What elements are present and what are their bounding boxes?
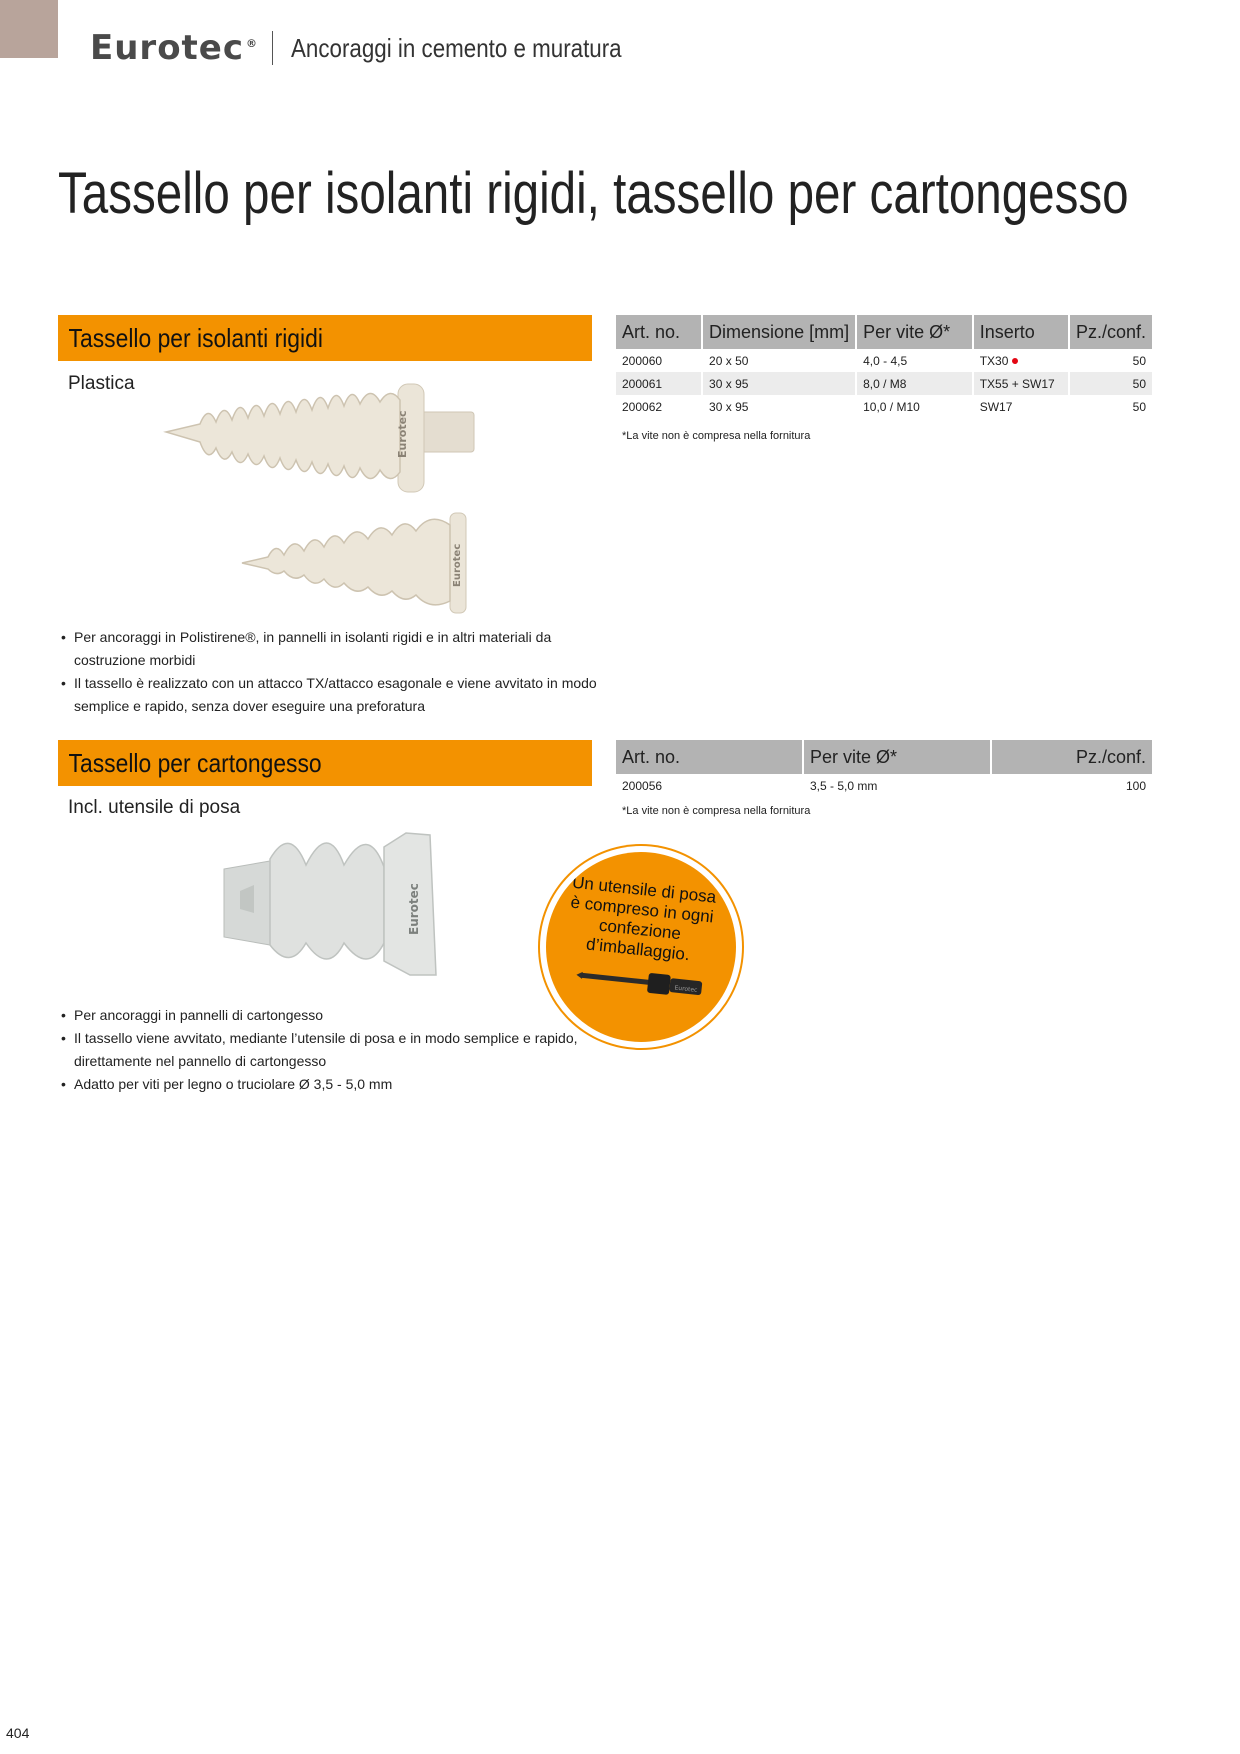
cell-screw-diameter: 4,0 - 4,5 (855, 349, 972, 372)
spec-table-cartongesso: Art. no. Per vite Ø* Pz./conf. 200056 3,… (616, 740, 1152, 797)
header-divider (272, 31, 274, 65)
cell-pack-qty: 50 (1067, 395, 1152, 418)
cell-dimension: 20 x 50 (701, 349, 855, 372)
cell-art-no: 200062 (622, 399, 663, 414)
spec-table-isolanti: Art. no. Dimensione [mm] Per vite Ø* Ins… (616, 315, 1152, 418)
table-header-row: Art. no. Per vite Ø* Pz./conf. (616, 740, 1152, 774)
column-header: Per vite Ø* (855, 315, 972, 349)
cell-screw-diameter: 3,5 - 5,0 mm (802, 774, 990, 797)
cell-art-no: 200056 (622, 778, 663, 793)
cell-art-no: 200060 (622, 353, 663, 368)
section-name: Ancoraggi in cemento e muratura (291, 32, 622, 63)
table-row: 200061 30 x 95 8,0 / M8 TX55 + SW17 50 (616, 372, 1152, 395)
table-footnote: *La vite non è compresa nella fornitura (622, 430, 811, 442)
svg-text:Eurotec: Eurotec (407, 883, 421, 935)
table-row: 200056 3,5 - 5,0 mm 100 (616, 774, 1152, 797)
column-header: Art. no. (616, 740, 802, 774)
cell-pack-qty: 100 (990, 774, 1152, 797)
rigid-insulation-anchor-small-image: Eurotec (241, 512, 467, 614)
cell-art-no: 200061 (616, 372, 702, 395)
material-label: Plastica (68, 373, 135, 394)
corner-color-tab (0, 0, 58, 58)
cell-insert: TX55 + SW17 (971, 372, 1068, 395)
cell-dimension: 30 x 95 (701, 395, 855, 418)
svg-text:Eurotec: Eurotec (452, 544, 463, 587)
cell-insert: SW17 (971, 395, 1068, 418)
page-number: 404 (6, 1725, 30, 1741)
cell-insert: TX30 (971, 349, 1068, 372)
section-title-isolanti: Tassello per isolanti rigidi (58, 315, 592, 361)
section-title-cartongesso: Tassello per cartongesso (58, 740, 592, 786)
table-row: 200062 30 x 95 10,0 / M10 SW17 50 (616, 395, 1152, 418)
badge-text: Un utensile di posa è compreso in ogni c… (569, 872, 718, 965)
included-tool-label: Incl. utensile di posa (68, 797, 241, 818)
column-header: Pz./conf. (1067, 315, 1152, 349)
svg-text:Eurotec: Eurotec (396, 410, 409, 458)
list-item: Adatto per viti per legno o truciolare Ø… (60, 1073, 620, 1096)
brand-logo: Eurotec® (90, 28, 259, 68)
cell-pack-qty: 50 (1067, 349, 1152, 372)
cell-pack-qty: 50 (1067, 372, 1152, 395)
included-tool-badge: Un utensile di posa è compreso in ogni c… (546, 852, 736, 1042)
page-title: Tassello per isolanti rigidi, tassello p… (58, 161, 1129, 226)
feature-list-isolanti: Per ancoraggi in Polistirene®, in pannel… (60, 626, 620, 718)
list-item: Per ancoraggi in Polistirene®, in pannel… (60, 626, 620, 672)
table-footnote: *La vite non è compresa nella fornitura (622, 805, 811, 817)
svg-text:Eurotec: Eurotec (674, 985, 698, 994)
list-item: Il tassello viene avvitato, mediante l’u… (60, 1027, 620, 1073)
column-header: Inserto (971, 315, 1068, 349)
page-header: Eurotec® Ancoraggi in cemento e muratura (90, 20, 675, 76)
drywall-anchor-image: Eurotec (223, 832, 437, 976)
red-dot-icon (1012, 358, 1019, 365)
list-item: Il tassello è realizzato con un attacco … (60, 672, 620, 718)
rigid-insulation-anchor-large-image: Eurotec (163, 383, 475, 493)
cell-screw-diameter: 8,0 / M8 (855, 372, 972, 395)
cell-screw-diameter: 10,0 / M10 (855, 395, 972, 418)
column-header: Dimensione [mm] (701, 315, 856, 349)
table-row: 200060 20 x 50 4,0 - 4,5 TX30 50 (616, 349, 1152, 372)
column-header: Art. no. (616, 315, 702, 349)
column-header: Pz./conf. (990, 740, 1152, 774)
column-header: Per vite Ø* (802, 740, 990, 774)
setting-tool-icon: Eurotec (576, 971, 703, 996)
table-header-row: Art. no. Dimensione [mm] Per vite Ø* Ins… (616, 315, 1152, 349)
feature-list-cartongesso: Per ancoraggi in pannelli di cartongesso… (60, 1004, 620, 1096)
cell-dimension: 30 x 95 (701, 372, 856, 395)
list-item: Per ancoraggi in pannelli di cartongesso (60, 1004, 620, 1027)
